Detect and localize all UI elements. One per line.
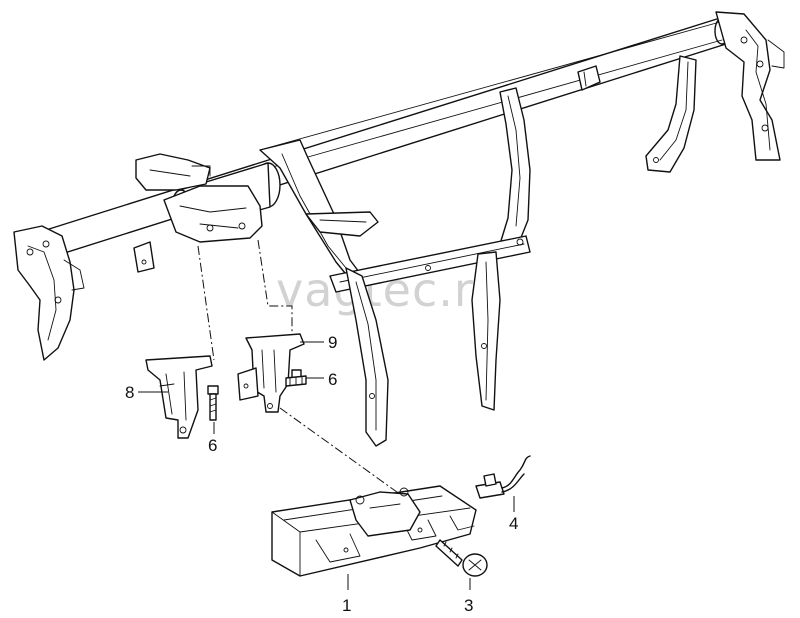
callout-1: 1 xyxy=(342,596,351,615)
bracket-part-8 xyxy=(145,355,213,439)
callout-6-left: 6 xyxy=(208,436,217,455)
module-part-1 xyxy=(271,485,477,577)
screw-part-6-left xyxy=(207,385,219,421)
screw-part-6-right xyxy=(285,369,307,387)
callout-3: 3 xyxy=(464,596,473,615)
leader-lines xyxy=(138,341,515,590)
sensor-part-4 xyxy=(475,455,531,499)
assembly-lines xyxy=(197,239,409,501)
callout-6-right: 6 xyxy=(328,370,337,389)
callout-8: 8 xyxy=(125,383,134,402)
callout-9: 9 xyxy=(328,333,337,352)
screw-part-3 xyxy=(435,539,488,577)
callout-4: 4 xyxy=(509,514,518,533)
cross-car-beam xyxy=(13,11,785,447)
